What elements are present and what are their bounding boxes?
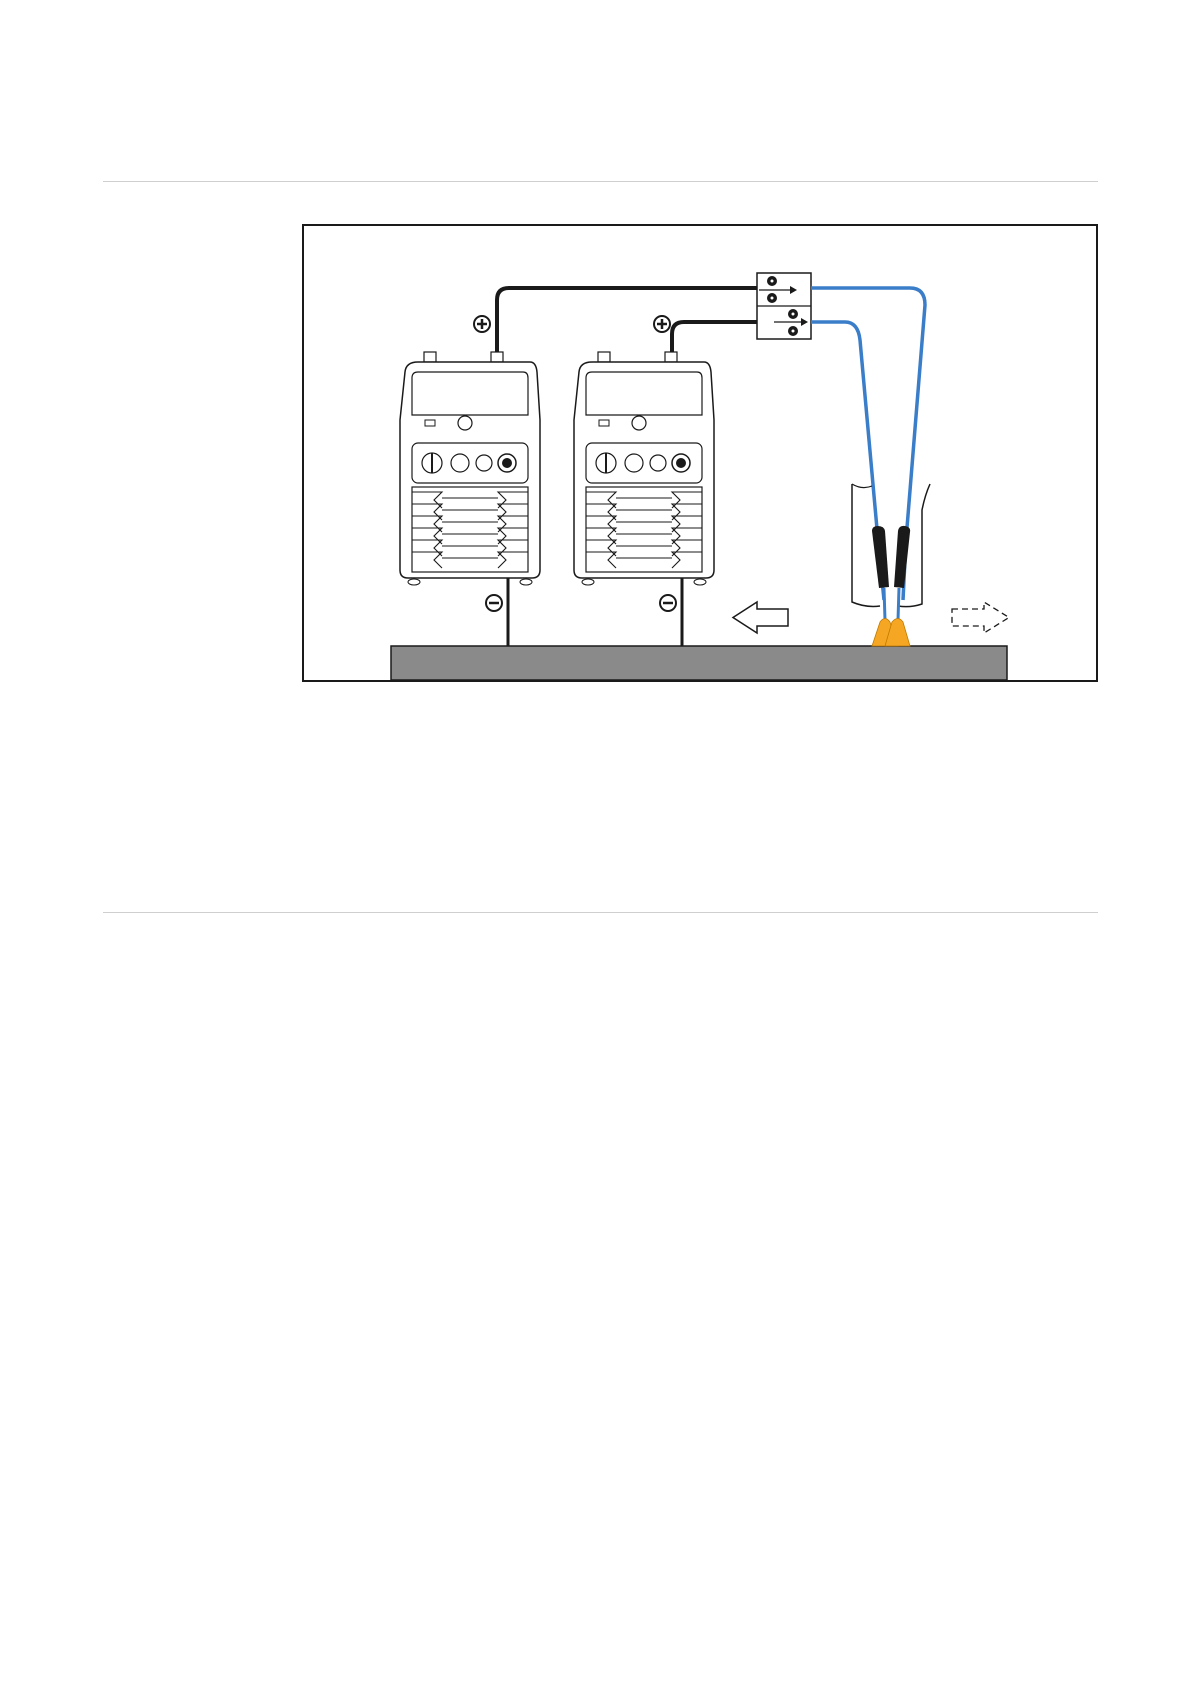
plus-circle-icon	[654, 316, 670, 332]
minus-circle-icon	[660, 595, 676, 611]
power-source-2	[574, 352, 714, 585]
plus-circle-icon	[474, 316, 490, 332]
dual-wire-feeder-icon	[757, 273, 811, 339]
minus-circle-icon	[486, 595, 502, 611]
power-source-1	[400, 352, 540, 585]
workpiece	[391, 646, 1007, 680]
